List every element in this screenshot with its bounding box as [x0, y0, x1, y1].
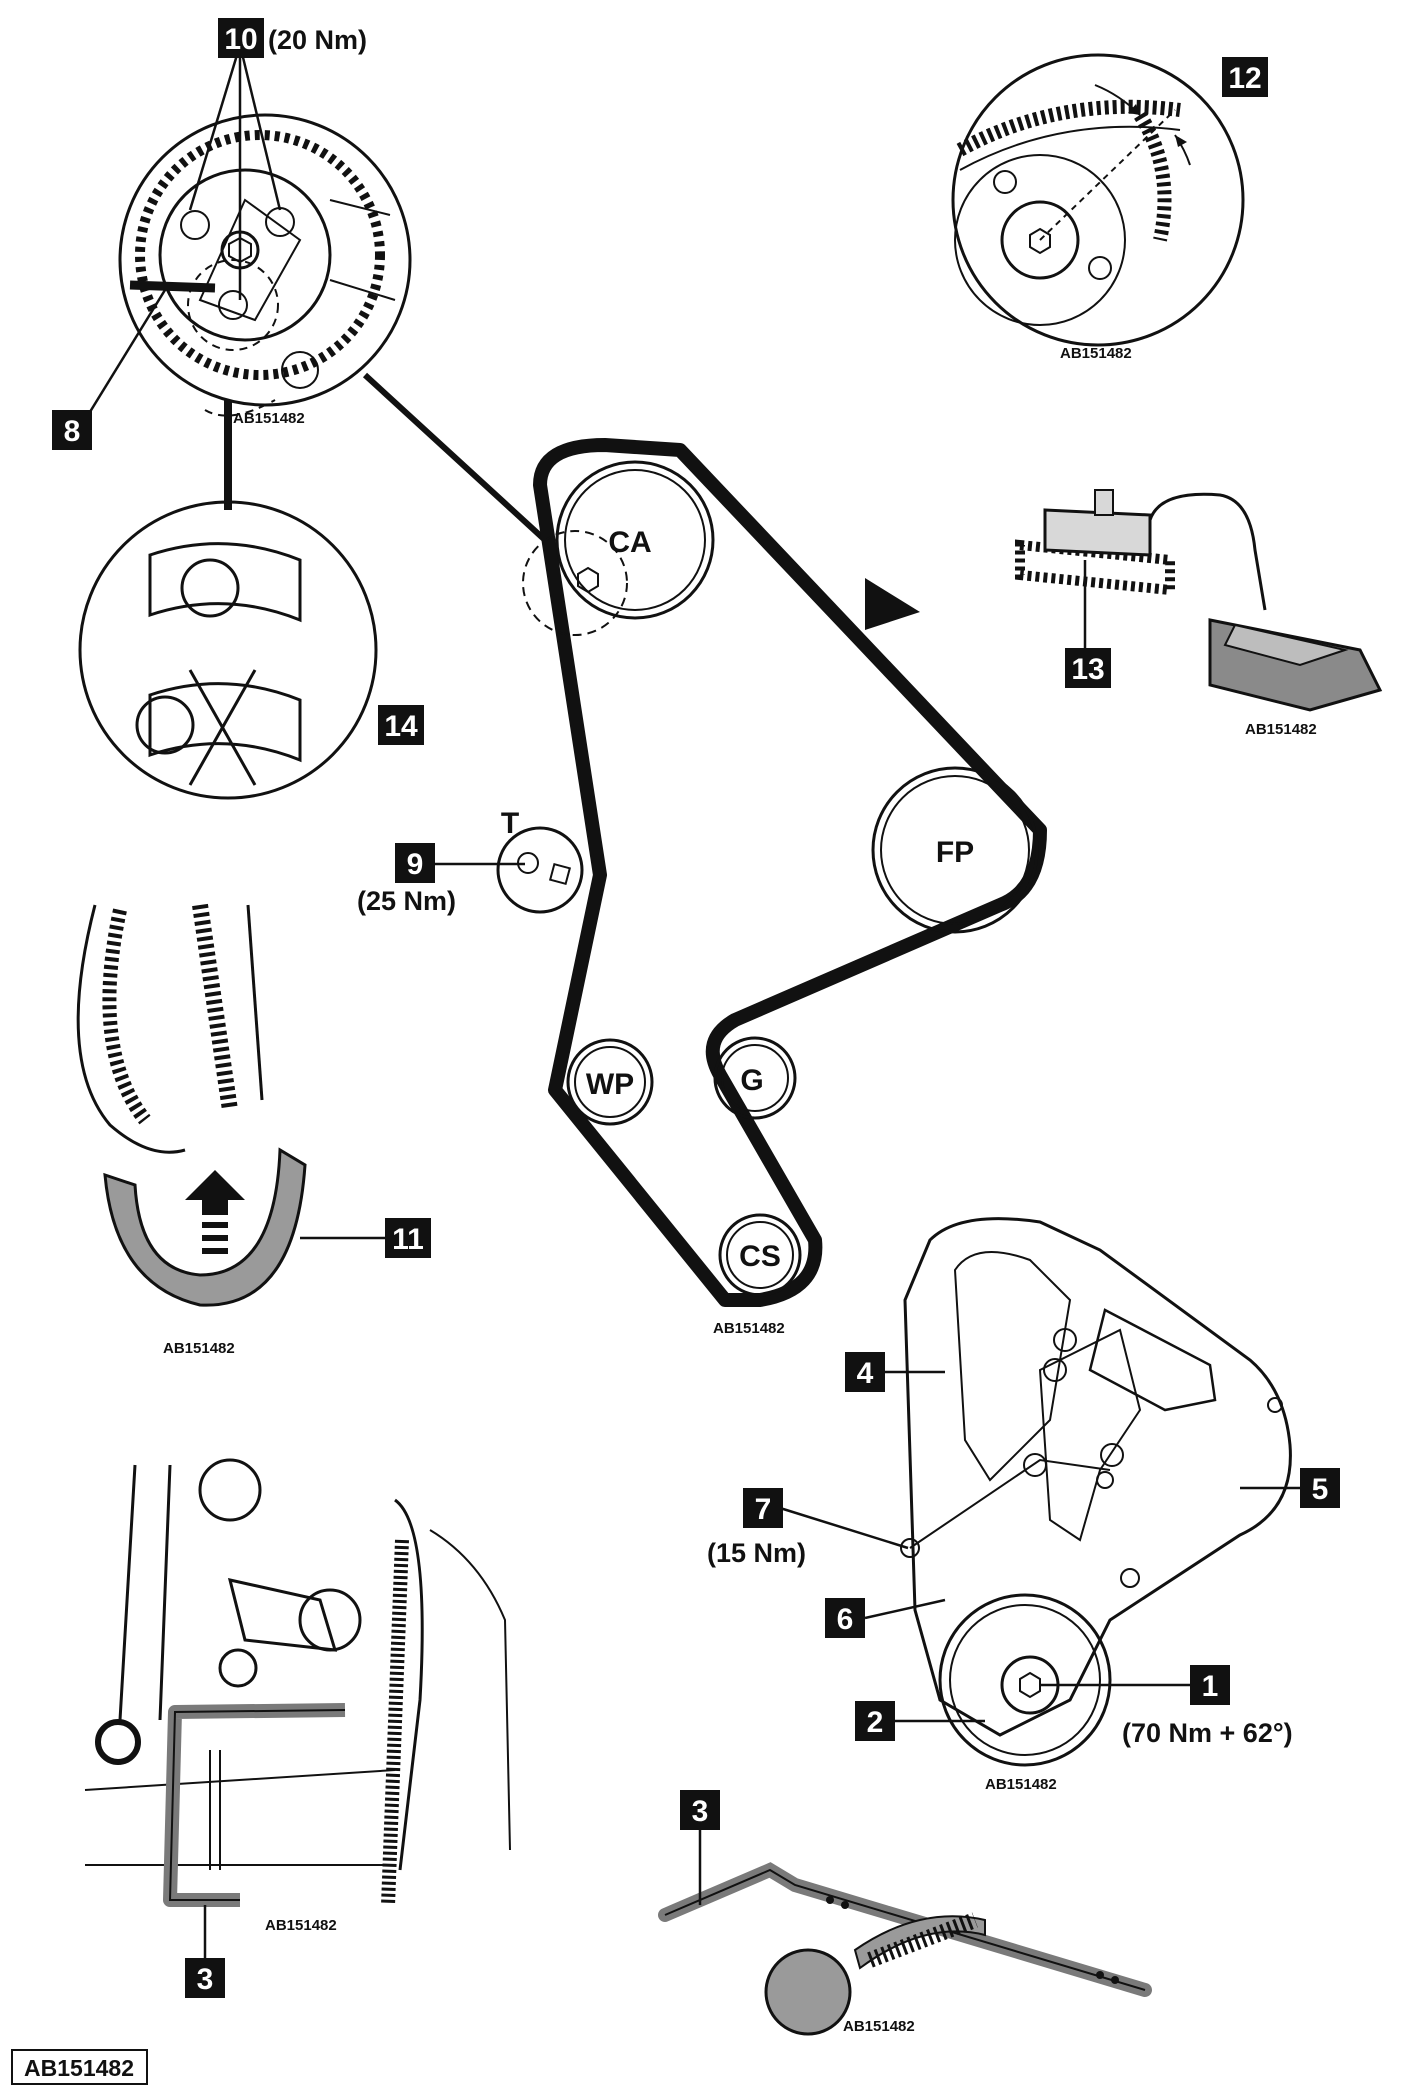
leader-7	[779, 1506, 909, 1550]
callout-13: 13	[1065, 648, 1111, 688]
callout-2: 2	[855, 1701, 895, 1741]
torque-10: (20 Nm)	[268, 25, 367, 55]
callout-3-bottom-right: 3	[680, 1790, 720, 1830]
callout-7: 7	[743, 1488, 783, 1528]
leader-8	[83, 289, 167, 421]
torque-9: (25 Nm)	[357, 886, 456, 916]
locking-pin-tool-detail	[658, 1862, 1152, 2036]
pulley-label-FP: FP	[936, 836, 974, 869]
belt-routing	[533, 438, 1047, 1307]
callout-14: 14	[378, 705, 424, 745]
sensor-tool-detail	[1015, 489, 1383, 712]
document-code: AB151482	[24, 2055, 134, 2081]
figure-code-camshaft: AB151482	[233, 410, 305, 427]
callout-3-bottom-left: 3	[185, 1958, 225, 1998]
figure-code-crankshaft: AB151482	[265, 1917, 337, 1934]
figure-code-timing: AB151482	[1060, 345, 1132, 362]
figure-code-belt: AB151482	[163, 1340, 235, 1357]
figure-code-timing-cover: AB151482	[985, 1776, 1057, 1793]
pulley-WP	[566, 1038, 654, 1126]
pulley-label-G: G	[740, 1064, 763, 1097]
pulley-G	[713, 1036, 797, 1120]
callout-4: 4	[845, 1352, 885, 1392]
camshaft-sprocket-detail	[118, 113, 412, 417]
svg-text:9: 9	[407, 848, 424, 881]
leader-10a	[188, 44, 242, 211]
pulley-label-CS: CS	[739, 1240, 781, 1273]
svg-text:3: 3	[692, 1795, 709, 1828]
svg-text:6: 6	[837, 1603, 854, 1636]
svg-text:3: 3	[197, 1963, 214, 1996]
pulley-label-WP: WP	[586, 1068, 634, 1101]
svg-text:11: 11	[392, 1223, 424, 1256]
figure-code-locking-pin: AB151482	[843, 2018, 915, 2035]
document-code-box: AB151482	[11, 2049, 148, 2085]
callout-6: 6	[825, 1598, 865, 1638]
svg-text:12: 12	[1228, 62, 1261, 95]
crankshaft-tool-detail	[84, 1458, 511, 1907]
pulley-CA	[522, 460, 715, 636]
pulley-CS	[718, 1213, 802, 1297]
callout-8: 8	[52, 410, 92, 450]
svg-text:4: 4	[857, 1357, 874, 1390]
pulley-label-CA: CA	[608, 526, 651, 559]
callout-5: 5	[1300, 1468, 1340, 1508]
pulley-T	[496, 826, 584, 914]
callout-11: 11	[385, 1218, 431, 1258]
svg-text:10: 10	[224, 23, 257, 56]
pulley-FP	[871, 766, 1039, 934]
figure-code-sensor: AB151482	[1245, 721, 1317, 738]
svg-text:1: 1	[1202, 1670, 1219, 1703]
torque-7: (15 Nm)	[707, 1538, 806, 1568]
detail-link-camshaft	[362, 372, 548, 543]
callout-1: 1	[1190, 1665, 1230, 1705]
svg-text:14: 14	[384, 710, 418, 743]
leader-10c	[238, 44, 282, 211]
slot-alignment-detail	[78, 500, 378, 800]
svg-text:5: 5	[1312, 1473, 1329, 1506]
belt-fitting-detail	[76, 903, 307, 1307]
svg-text:13: 13	[1071, 653, 1104, 686]
torque-1: (70 Nm + 62°)	[1122, 1718, 1293, 1748]
timing-mark-detail	[951, 53, 1245, 347]
pulley-label-T: T	[501, 807, 519, 840]
figure-code-belt-routing: AB151482	[713, 1320, 785, 1337]
svg-text:8: 8	[64, 415, 81, 448]
leader-6	[864, 1598, 946, 1620]
callout-12: 12	[1222, 57, 1268, 97]
svg-text:7: 7	[755, 1493, 772, 1526]
callout-9: 9	[395, 843, 435, 883]
timing-cover-detail	[900, 1217, 1292, 1767]
svg-text:2: 2	[867, 1706, 884, 1739]
callout-10: 10	[218, 18, 264, 58]
